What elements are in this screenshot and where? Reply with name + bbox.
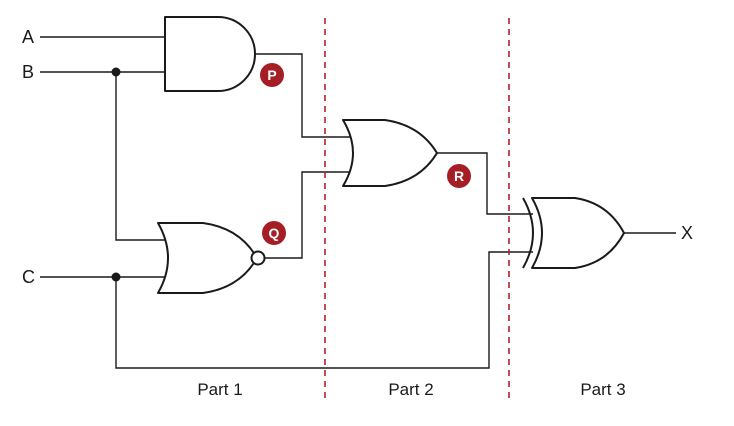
badge-q: Q bbox=[262, 221, 286, 245]
and-gate bbox=[164, 16, 256, 92]
wire-p bbox=[255, 53, 350, 138]
part-label-1: Part 1 bbox=[197, 380, 242, 399]
nor-gate bbox=[157, 222, 258, 294]
wire-q bbox=[265, 171, 350, 259]
part-label-2: Part 2 bbox=[388, 380, 433, 399]
badge-p-circle bbox=[260, 63, 284, 87]
badge-p-label: P bbox=[267, 67, 276, 83]
badge-p: P bbox=[260, 63, 284, 87]
wire-c-to-xor bbox=[115, 251, 533, 369]
or-gate bbox=[342, 119, 438, 187]
junction-dot-b bbox=[111, 67, 121, 77]
badge-r-label: R bbox=[454, 168, 464, 184]
part-label-3: Part 3 bbox=[580, 380, 625, 399]
wire-b-to-nor bbox=[115, 72, 166, 241]
badge-r-circle bbox=[447, 164, 471, 188]
input-label-b: B bbox=[22, 62, 34, 82]
xor-gate bbox=[531, 197, 625, 269]
badge-q-circle bbox=[262, 221, 286, 245]
xor-input-curve bbox=[522, 197, 534, 269]
badge-q-label: Q bbox=[269, 225, 280, 241]
input-label-c: C bbox=[22, 267, 35, 287]
nor-inversion-bubble bbox=[250, 250, 266, 266]
badge-r: R bbox=[447, 164, 471, 188]
output-label-x: X bbox=[681, 223, 693, 243]
input-label-a: A bbox=[22, 27, 34, 47]
wire-r bbox=[437, 152, 533, 215]
junction-dot-c bbox=[111, 272, 121, 282]
